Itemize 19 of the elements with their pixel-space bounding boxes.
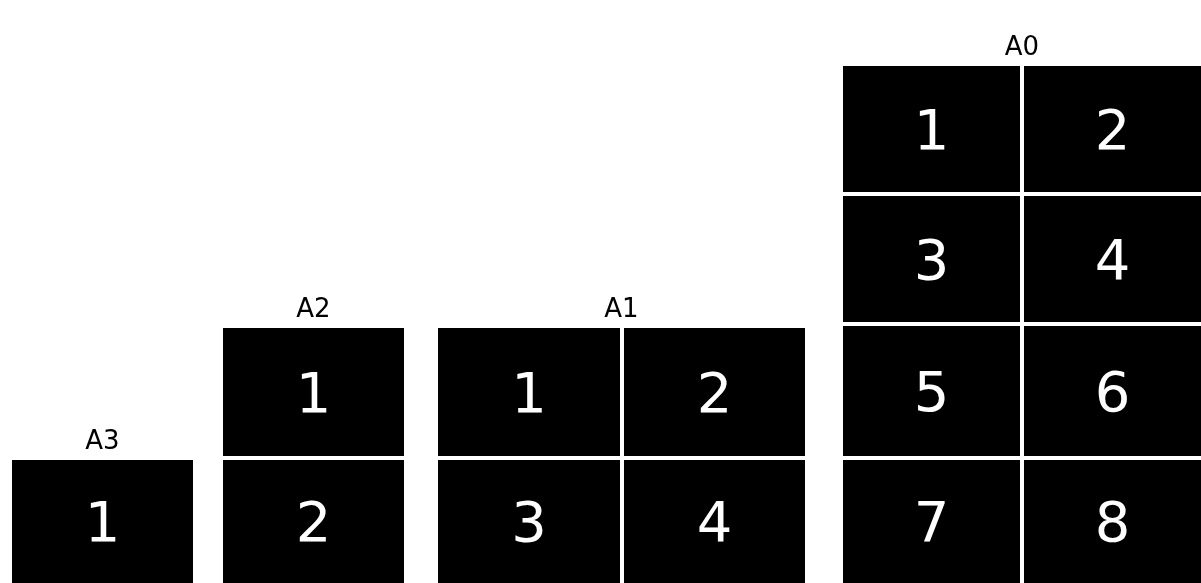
sheet-panel: 4 <box>1024 196 1201 322</box>
size-label: A2 <box>295 292 332 325</box>
sheet-panel: 7 <box>843 460 1020 583</box>
sheet-panel: 1 <box>438 328 620 456</box>
sheet-panel: 6 <box>1024 326 1201 456</box>
sheet-panel: 8 <box>1024 460 1201 583</box>
sheet-panel: 1 <box>12 460 193 583</box>
sheet-panel: 2 <box>223 460 404 583</box>
sheet-panel: 3 <box>843 196 1020 322</box>
sheet-panel: 1 <box>223 328 404 456</box>
sheet-panel: 1 <box>843 66 1020 192</box>
sheet-panel: 2 <box>1024 66 1201 192</box>
size-label: A3 <box>84 424 121 457</box>
sheet-panel: 2 <box>624 328 805 456</box>
sheet-panel: 3 <box>438 460 620 583</box>
size-label: A1 <box>603 292 640 325</box>
sheet-panel: 4 <box>624 460 805 583</box>
size-label: A0 <box>1003 30 1041 63</box>
sheet-panel: 5 <box>843 326 1020 456</box>
